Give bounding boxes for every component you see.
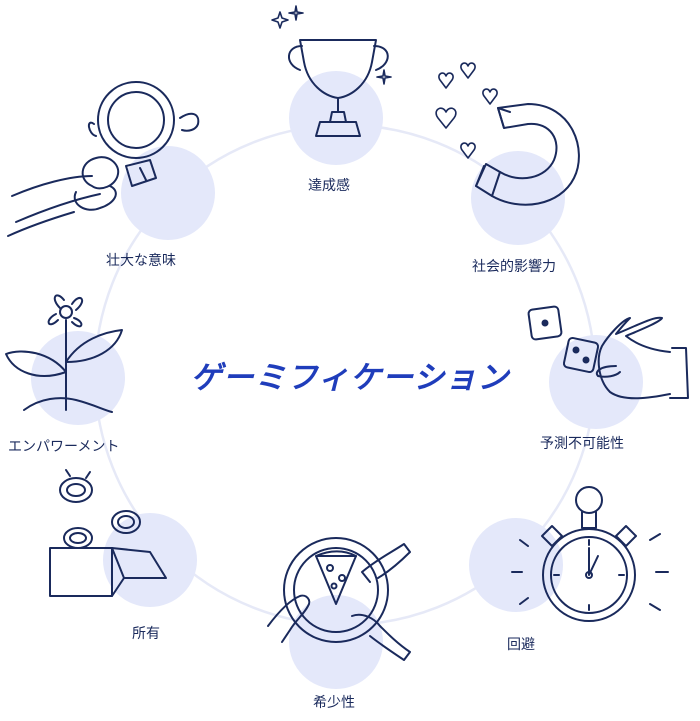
node-label-unpredictability: 予測不可能性 bbox=[540, 436, 624, 452]
diagram-title: ゲーミフィケーション bbox=[190, 360, 510, 396]
magnet-hearts-icon bbox=[435, 62, 580, 206]
astronaut-icon bbox=[7, 81, 200, 237]
stopwatch-icon bbox=[511, 486, 669, 622]
blob-ownership bbox=[103, 513, 197, 607]
blob-unpredictability bbox=[549, 335, 643, 429]
node-blobs bbox=[31, 71, 643, 689]
node-label-empowerment: エンパワーメント bbox=[8, 439, 120, 455]
blob-achievement bbox=[289, 71, 383, 165]
node-label-scarcity: 希少性 bbox=[313, 695, 355, 711]
blob-avoidance bbox=[469, 518, 563, 612]
coins-box-icon bbox=[49, 469, 167, 597]
sprouting-flower-icon bbox=[5, 294, 123, 413]
trophy-icon bbox=[271, 5, 392, 137]
node-label-avoidance: 回避 bbox=[507, 637, 535, 653]
pizza-plate-hands-icon bbox=[267, 537, 411, 661]
node-label-achievement: 達成感 bbox=[308, 178, 350, 194]
node-label-epic-meaning: 壮大な意味 bbox=[106, 253, 176, 269]
node-label-social: 社会的影響力 bbox=[472, 259, 556, 275]
node-label-ownership: 所有 bbox=[132, 626, 160, 642]
hand-dice-icon bbox=[527, 305, 689, 400]
blob-epic-meaning bbox=[121, 146, 215, 240]
